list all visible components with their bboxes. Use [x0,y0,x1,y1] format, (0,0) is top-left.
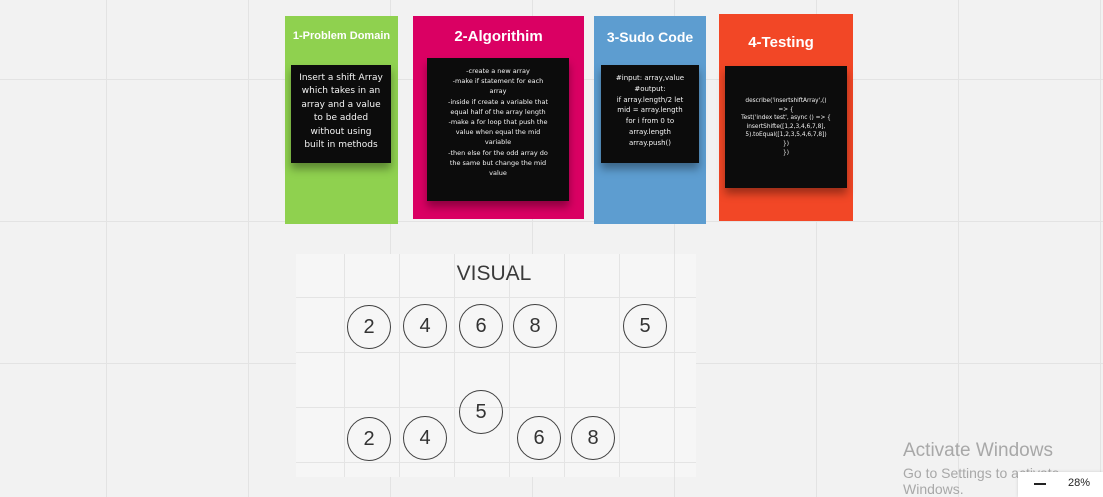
note-line: insertShifte([1,2,3,4,6,7,8], [746,123,826,130]
array-circle[interactable]: 4 [403,304,447,348]
sticky-note[interactable]: describe('insertshiftArray',() => { Test… [725,66,847,188]
card-title: 2-Algorithim [454,28,543,45]
card-sudo-code[interactable]: 3-Sudo Code #input: array,value #output:… [594,16,706,224]
note-line: => { [778,106,794,113]
note-line: for i from 0 to [625,117,675,126]
note-line: built in methods [304,140,378,151]
visual-title: VISUAL [456,262,532,285]
sticky-note[interactable]: -create a new array -make if statement f… [427,58,569,201]
note-line: mid = array.length [617,106,683,115]
note-line: Test('index test', async () => { [741,115,831,122]
note-line: array [489,87,507,96]
visual-grid-area [296,254,696,477]
value-circle[interactable]: 5 [623,304,667,348]
card-title: 3-Sudo Code [606,29,694,45]
sticky-note[interactable]: Insert a shift Array which takes in an a… [291,65,391,163]
note-line: array.length [629,127,671,136]
watermark-title: Activate Windows [903,440,1053,461]
note-line: variable [484,138,512,147]
zoom-control: 28% [1018,472,1103,497]
note-line: -make if statement for each [452,77,544,86]
card-testing[interactable]: 4-Testing describe('insertshiftArray',()… [719,14,853,221]
zoom-out-icon[interactable] [1034,483,1046,485]
card-title: 4-Testing [748,34,814,51]
note-line: Insert a shift Array [299,73,383,83]
note-line: }) [783,140,789,147]
note-line: #output: [634,84,666,93]
note-line: value when equal the mid [455,128,541,137]
note-line: to be added [313,113,369,124]
card-problem-domain[interactable]: 1-Problem Domain Insert a shift Array wh… [285,16,398,224]
note-line: -inside if create a variable that [447,97,549,106]
array-circle[interactable]: 2 [347,417,391,461]
inserted-value-circle[interactable]: 5 [459,390,503,434]
note-line: the same but change the mid [449,158,547,167]
zoom-level[interactable]: 28% [1068,477,1091,489]
note-line: -then else for the odd array do [448,148,548,157]
note-line: describe('insertshiftArray',() [745,98,827,104]
note-line: -create a new array [466,67,530,75]
note-line: value [489,169,507,178]
card-title: 1-Problem Domain [292,30,391,42]
card-algorithm[interactable]: 2-Algorithim -create a new array -make i… [413,16,584,219]
array-circle[interactable]: 4 [403,416,447,460]
note-line: 5).toEqual([1,2,3,5,4,6,7,8]) [745,132,827,139]
note-line: array and a value [301,99,381,110]
note-line: }) [783,149,789,156]
array-circle[interactable]: 2 [347,305,391,349]
array-circle[interactable]: 8 [513,304,557,348]
note-line: which takes in an [301,86,381,97]
note-line: without using [310,126,372,137]
note-line: -make a for loop that push the [448,118,548,127]
sticky-note[interactable]: #input: array,value #output: if array.le… [601,65,699,163]
note-line: if array.length/2 let [616,95,684,104]
array-circle[interactable]: 8 [571,416,615,460]
array-circle[interactable]: 6 [517,416,561,460]
note-line: #input: array,value [615,74,685,82]
note-line: array.push() [628,138,671,147]
note-line: equal half of the array length [450,107,546,116]
array-circle[interactable]: 6 [459,304,503,348]
